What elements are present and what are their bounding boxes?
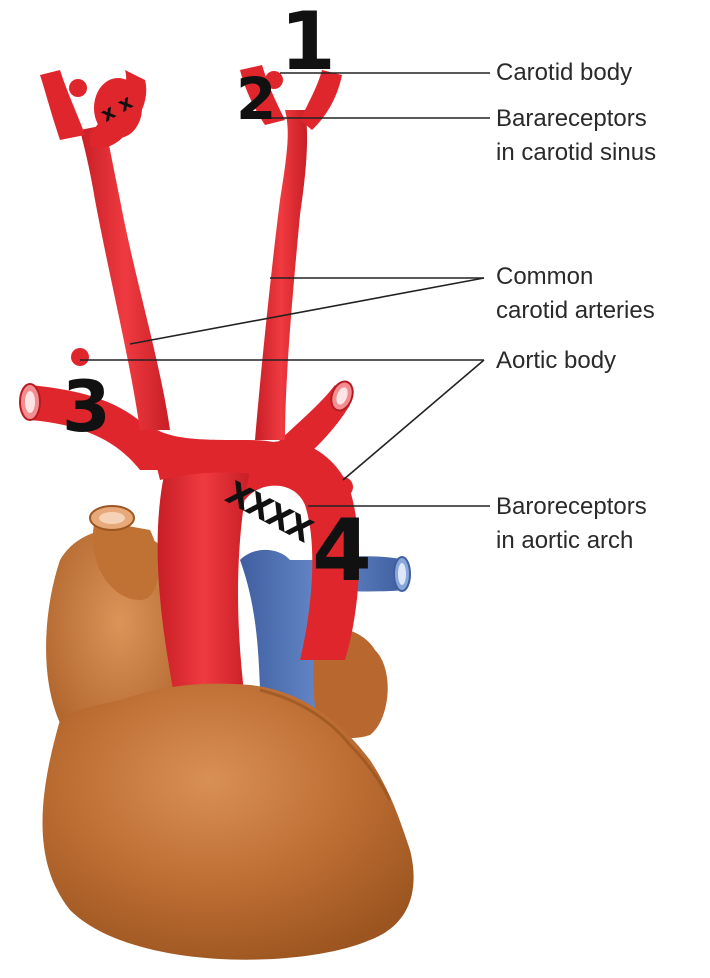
marker-4: 4	[312, 508, 372, 594]
label-baroreceptors-1: Baroreceptors	[496, 490, 647, 524]
label-baroreceptors-2: in aortic arch	[496, 524, 633, 558]
marker-2: 2	[236, 70, 276, 128]
marker-1: 1	[280, 2, 336, 82]
label-aortic-body: Aortic body	[496, 344, 616, 378]
label-barareceptors-1: Barareceptors	[496, 102, 647, 136]
label-common-carotid-1: Common	[496, 260, 593, 294]
label-barareceptors-2: in carotid sinus	[496, 136, 656, 170]
marker-3: 3	[62, 372, 111, 442]
leader-common-carotid-2	[130, 278, 484, 344]
label-carotid-body: Carotid body	[496, 56, 632, 90]
leader-aortic-body-2	[343, 360, 484, 480]
label-common-carotid-2: carotid arteries	[496, 294, 655, 328]
